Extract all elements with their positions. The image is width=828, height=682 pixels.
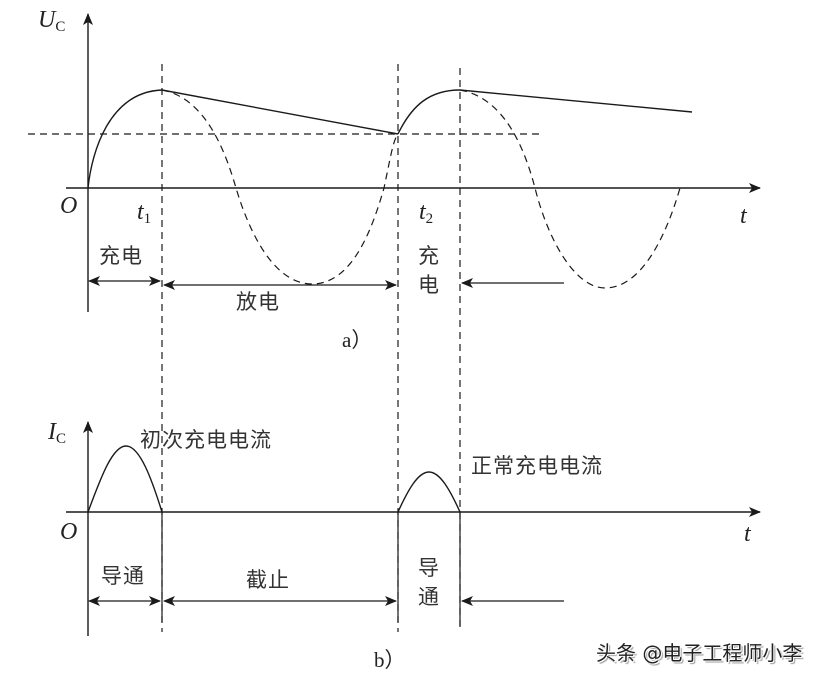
time-axis-label-a: t [740,203,747,229]
charge-label: 充电 [99,244,143,268]
origin-label-b: O [60,519,78,545]
initial-current-pulse [87,445,163,513]
normal-charging-current-label: 正常充电电流 [471,454,603,478]
time-axis-label-b: t [744,521,751,547]
discharge-line-1 [161,89,399,135]
panel-b-axes [66,421,761,636]
watermark: 头条 @电子工程师小李 [596,641,803,665]
initial-charge-curve [87,89,163,189]
ac-reference-dashed-wave [161,89,681,289]
normal-current-pulse [397,471,461,513]
origin-label-a: O [60,193,78,219]
conduct-char-2: 通 [418,585,440,609]
uc-waveform [87,89,693,189]
charge-char-2: 电 [418,273,440,297]
conduct-vertical-label: 导 通 [418,558,440,608]
charge-char-1: 充 [418,244,440,268]
conduct-char-1: 导 [418,556,440,580]
initial-charging-current-label: 初次充电电流 [140,428,272,452]
t1-label: t1 [137,199,152,227]
panel-a-span-arrows [88,276,564,290]
conduct-label: 导通 [101,564,145,588]
panel-a-axes [66,13,761,312]
panel-a-dashed-guides [28,64,540,632]
t2-label: t2 [419,199,434,227]
charge-vertical-label: 充 电 [418,246,440,296]
ic-waveform [87,445,461,513]
ic-axis-label: IC [48,419,67,447]
caption-a: a） [342,328,373,352]
cutoff-label: 截止 [246,568,290,592]
discharge-label: 放电 [236,290,280,314]
caption-b: b） [374,648,406,672]
discharge-line-2 [459,89,693,113]
uc-axis-label: UC [38,7,66,35]
second-charge-curve [397,89,461,135]
